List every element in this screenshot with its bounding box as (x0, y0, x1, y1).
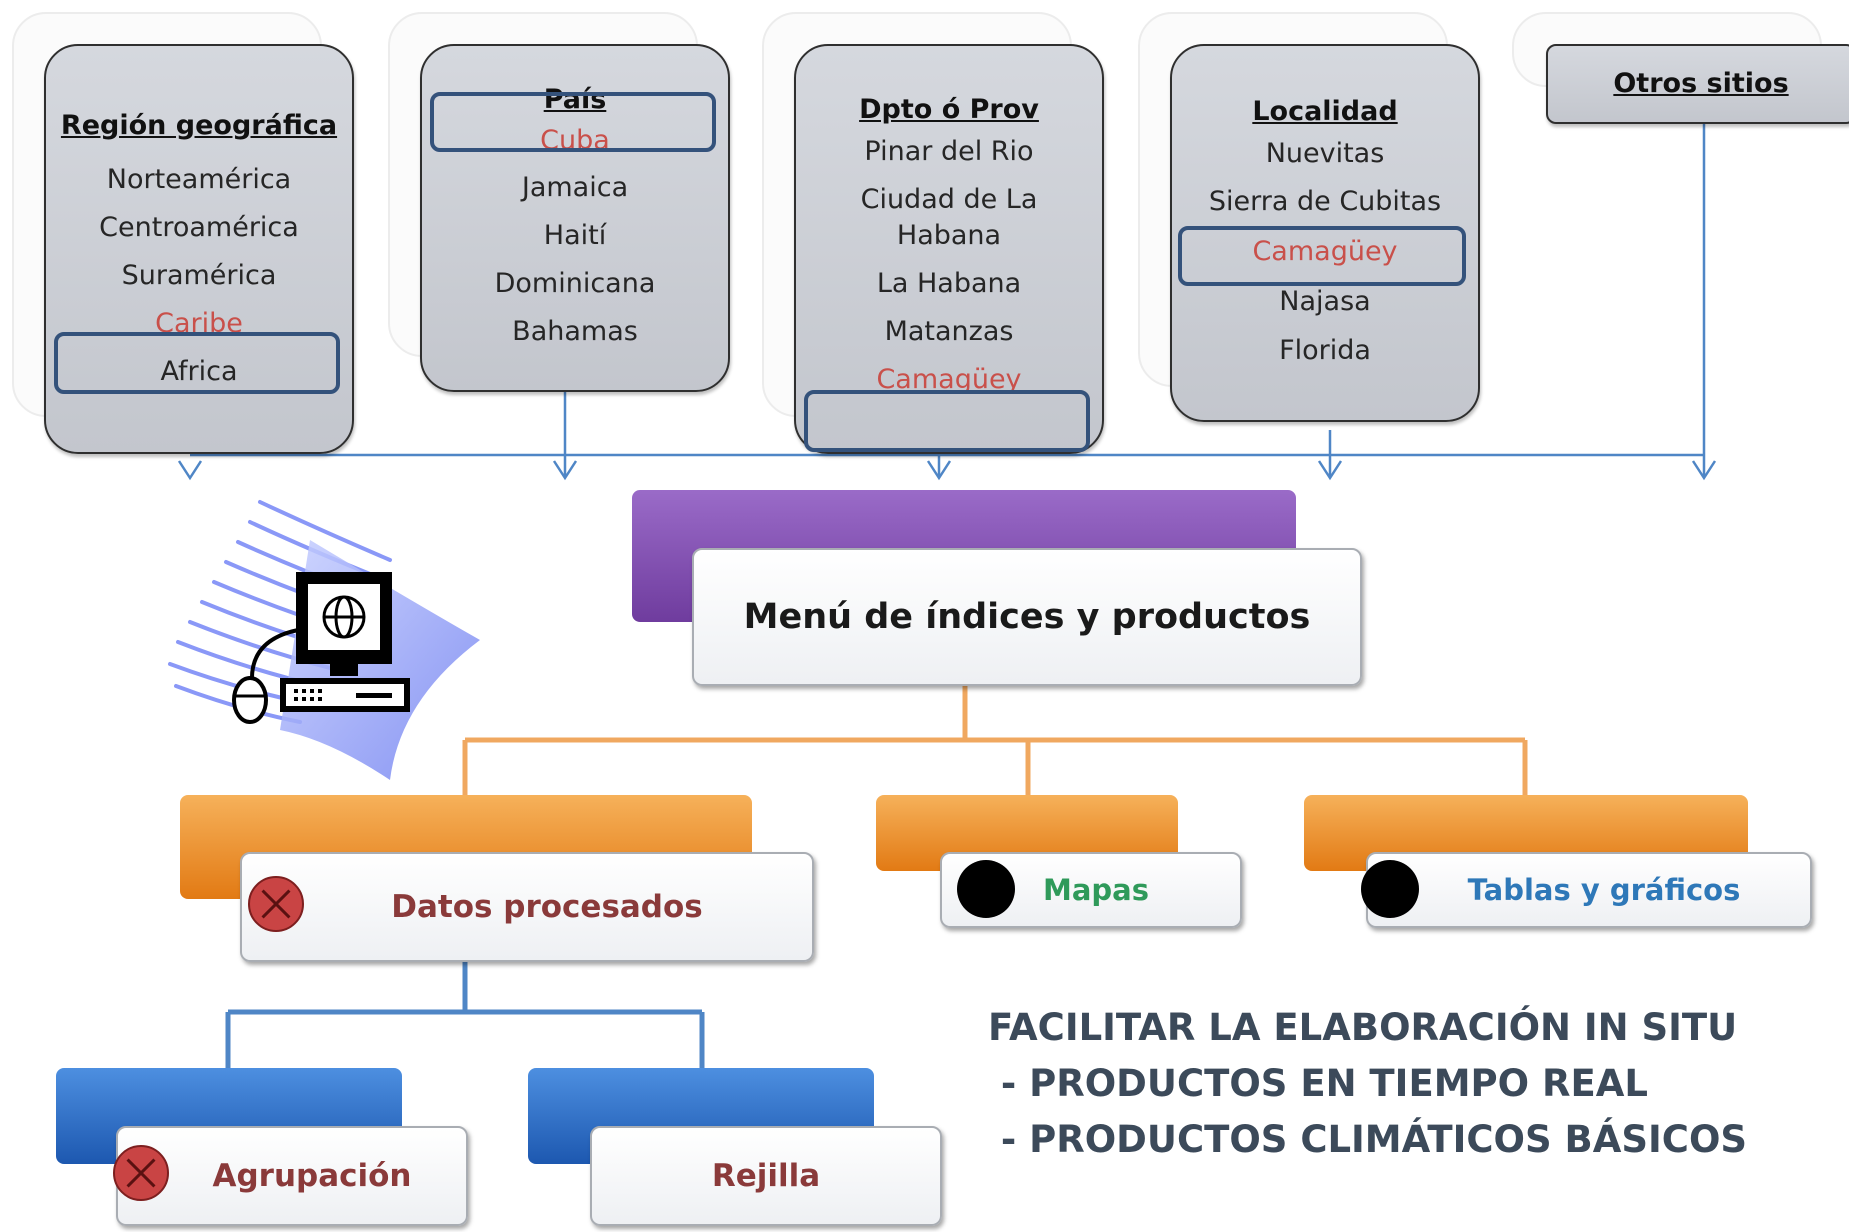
datos-node[interactable]: Datos procesados (240, 852, 814, 962)
dpto-header: Dpto ó Prov (859, 94, 1039, 125)
datos-label: Datos procesados (391, 889, 703, 925)
dpto-card: Dpto ó Prov Pinar del Rio Ciudad de La H… (794, 44, 1104, 454)
region-item[interactable]: Centroamérica (99, 212, 299, 243)
dpto-item[interactable]: La Habana (876, 268, 1022, 299)
localidad-item[interactable]: Florida (1279, 335, 1371, 366)
pais-item[interactable]: Bahamas (512, 316, 638, 347)
note-line-2: - PRODUCTOS EN TIEMPO REAL (988, 1062, 1648, 1105)
otros-header: Otros sitios (1613, 68, 1789, 99)
tablas-label: Tablas y gráficos (1467, 873, 1741, 907)
localidad-selection-box (1178, 226, 1466, 286)
localidad-item[interactable]: Najasa (1279, 286, 1371, 317)
localidad-header: Localidad (1252, 96, 1398, 127)
note-line-1: FACILITAR LA ELABORACIÓN IN SITU (988, 1006, 1738, 1049)
dpto-item[interactable]: Matanzas (884, 316, 1014, 347)
region-item[interactable]: Suramérica (121, 260, 277, 291)
localidad-item-selected[interactable]: Camagüey (1252, 236, 1398, 267)
region-card: Región geográfica Norteamérica Centroamé… (44, 44, 354, 454)
localidad-item[interactable]: Sierra de Cubitas (1208, 186, 1442, 217)
pais-item[interactable]: Jamaica (521, 172, 629, 203)
region-selection-box (54, 332, 340, 394)
pais-selection-box (430, 92, 716, 152)
note-line-3: - PRODUCTOS CLIMÁTICOS BÁSICOS (988, 1118, 1748, 1161)
agrupacion-label: Agrupación (212, 1158, 412, 1194)
root-label: Menú de índices y productos (743, 597, 1311, 637)
otros-card[interactable]: Otros sitios (1546, 44, 1849, 124)
dpto-item[interactable]: Pinar del Rio (864, 136, 1034, 167)
root-node[interactable]: Menú de índices y productos (692, 548, 1362, 686)
region-item[interactable]: Africa (160, 356, 238, 387)
x-circle-icon (113, 1145, 169, 1201)
pais-header: País (543, 84, 607, 115)
localidad-item[interactable]: Nuevitas (1265, 138, 1385, 169)
pais-card: País Cuba Jamaica Haití Dominicana Baham… (420, 44, 730, 392)
rejilla-node[interactable]: Rejilla (590, 1126, 942, 1226)
pais-item[interactable]: Dominicana (494, 268, 656, 299)
bullet-dot-icon (1361, 860, 1419, 918)
dpto-selection-box (804, 390, 1090, 452)
computer-globe-icon (168, 500, 480, 780)
region-header: Región geográfica (60, 110, 338, 141)
pais-item[interactable]: Haití (543, 220, 607, 251)
region-item[interactable]: Norteamérica (106, 164, 292, 195)
x-circle-icon (248, 876, 304, 932)
dpto-item[interactable]: Ciudad de La Habana (860, 184, 1038, 251)
localidad-card: Localidad Nuevitas Sierra de Cubitas Cam… (1170, 44, 1480, 422)
rejilla-label: Rejilla (711, 1158, 821, 1194)
agrupacion-node[interactable]: Agrupación (116, 1126, 468, 1226)
dpto-item-selected[interactable]: Camagüey (876, 364, 1022, 395)
tablas-node[interactable]: Tablas y gráficos (1366, 852, 1812, 928)
bullet-dot-icon (957, 860, 1015, 918)
mapas-label: Mapas (1042, 873, 1150, 907)
